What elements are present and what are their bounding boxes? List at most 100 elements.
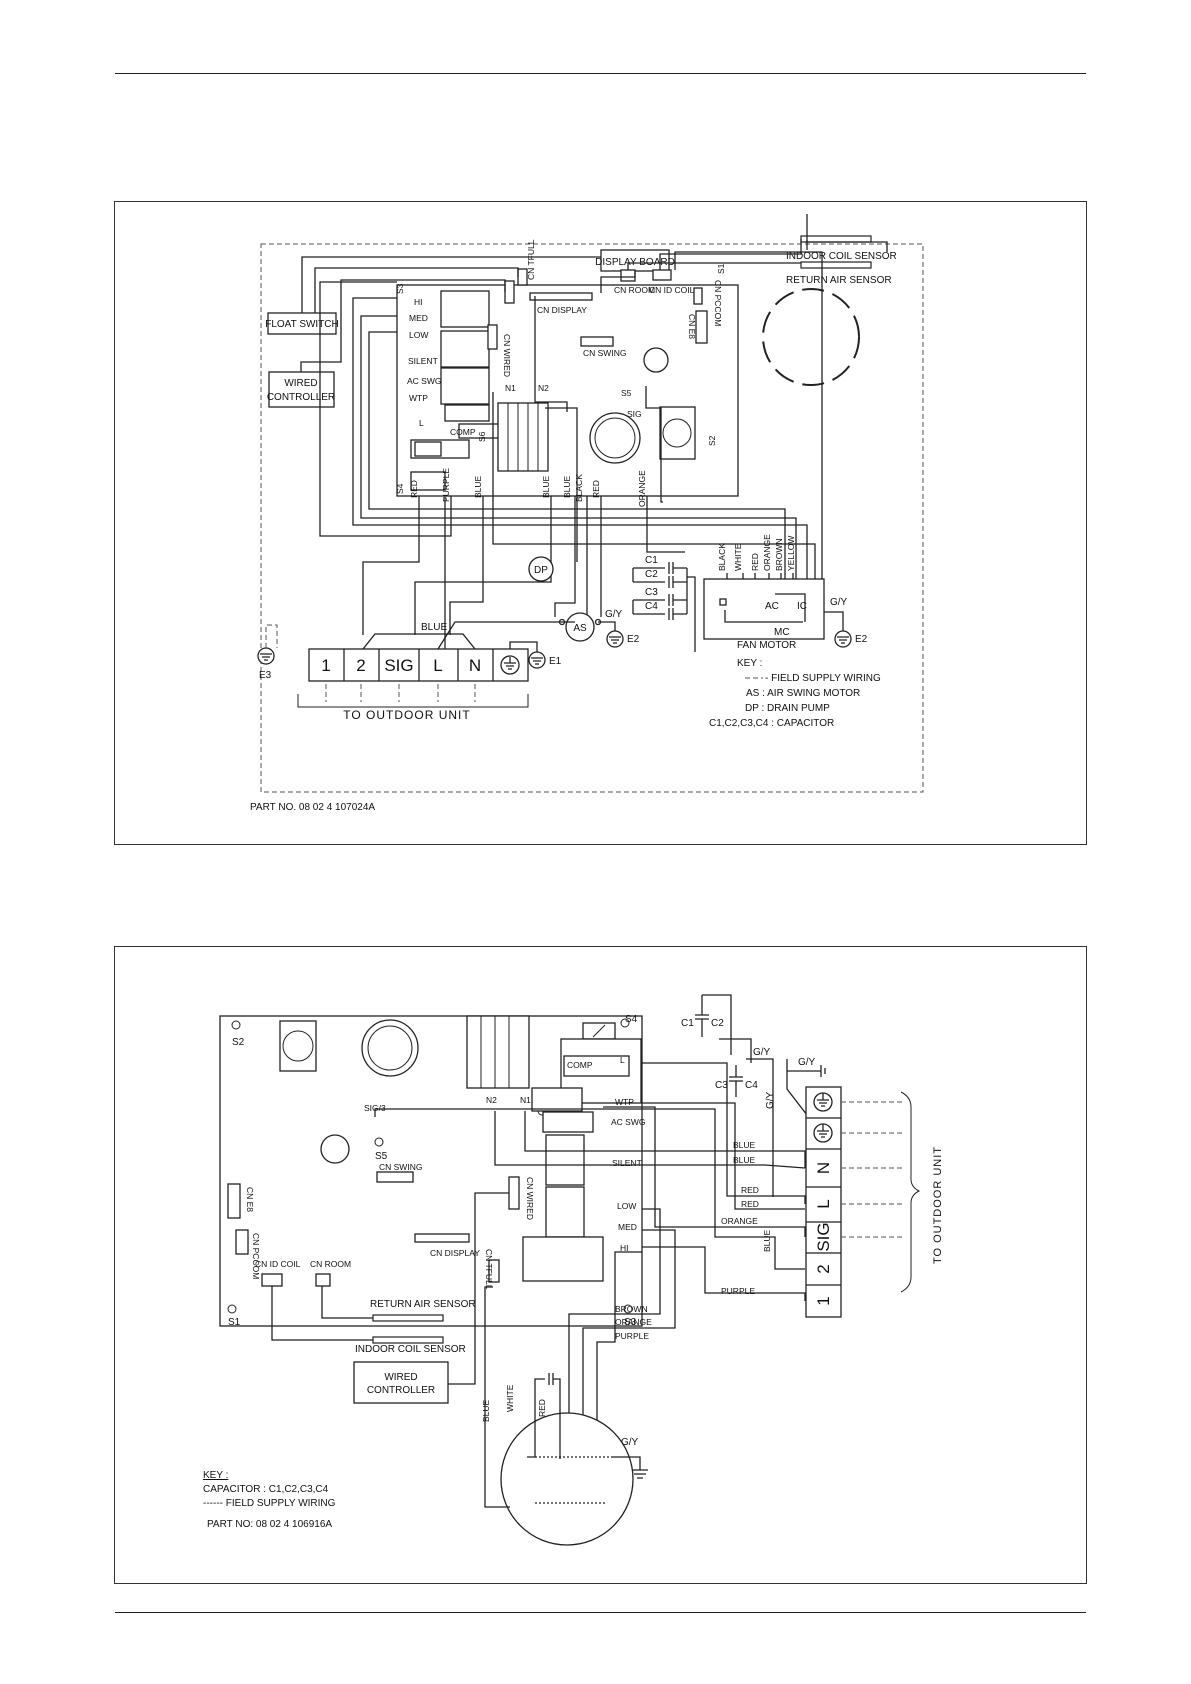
wire-blue-a: BLUE	[733, 1140, 756, 1150]
motor-mc-label: MC	[774, 627, 790, 638]
indoor-coil-sensor-label: INDOOR COIL SENSOR	[786, 251, 897, 262]
cn-wired-label-2: CN WIRED	[525, 1177, 535, 1220]
cn-wired-connector	[487, 324, 498, 350]
cn-swing-connector	[580, 336, 614, 347]
key-title: KEY :	[737, 658, 762, 669]
pin-sig-label: SIG	[627, 409, 642, 419]
key-title-2: KEY :	[203, 1470, 228, 1481]
fan-motor-label: FAN MOTOR	[737, 640, 796, 651]
pin-n2-label: N2	[538, 383, 549, 393]
motor-wire-blue-2: BLUE	[481, 1399, 491, 1422]
relay-acswg	[542, 1111, 594, 1133]
screw-s4-label: S4	[625, 1014, 638, 1025]
cn-tfull-label: CN TFULL	[526, 239, 536, 280]
wiring-diagram-1-svg: DISPLAY BOARD HI MED LOW SILENT AC SWG W…	[250, 214, 924, 813]
pin-n2-label-2: N2	[486, 1095, 497, 1105]
relay-low	[545, 1186, 585, 1238]
pin-sig3-label: SIG/3	[364, 1103, 386, 1113]
cap-c2-label: C2	[645, 569, 658, 580]
to-outdoor-label: TO OUTDOOR UNIT	[343, 708, 470, 722]
indoor-coil-sensor-label-2: INDOOR COIL SENSOR	[355, 1344, 466, 1355]
drain-pump-label: DP	[534, 565, 548, 576]
terminal-1-2: 1	[814, 1296, 833, 1305]
cn-tfull-connector-2	[488, 1259, 500, 1283]
screw-s2-label: S2	[232, 1037, 245, 1048]
key-as: AS : AIR SWING MOTOR	[746, 688, 860, 699]
relay-hi	[440, 290, 490, 328]
wire-orange-label: ORANGE	[637, 470, 647, 507]
blue-bus-label: BLUE	[421, 622, 447, 633]
cn-room-label: CN ROOM	[614, 285, 655, 295]
motor-wire-yellow-label: YELLOW	[786, 536, 796, 571]
wired-controller-label-2b: CONTROLLER	[367, 1385, 435, 1396]
return-air-sensor-probe	[800, 261, 872, 269]
terminal-2: 2	[356, 656, 365, 675]
return-air-sensor-label-2: RETURN AIR SENSOR	[370, 1299, 476, 1310]
to-outdoor-label-2: TO OUTDOOR UNIT	[932, 1146, 944, 1264]
wire-blue-1-label: BLUE	[473, 475, 483, 498]
cn-e8-label: CN E8	[687, 314, 697, 339]
wire-blue-3-label: BLUE	[562, 475, 572, 498]
relay-silent	[545, 1134, 585, 1186]
terminal-2-2: 2	[814, 1264, 833, 1273]
cap-c3-label-2: C3	[715, 1080, 728, 1091]
motor-wire-white-label: WHITE	[733, 543, 743, 571]
terminal-ground-2a	[813, 1092, 833, 1112]
acswg-label: AC SWG	[407, 376, 441, 386]
cn-wired-connector-2	[508, 1176, 520, 1210]
motor-ic-label: IC	[797, 601, 807, 612]
relay-wtp	[531, 1087, 583, 1112]
wire-black-label: BLACK	[574, 474, 584, 502]
cn-room-connector-2	[315, 1273, 331, 1287]
motor-wire-orange-label: ORANGE	[762, 534, 772, 571]
motor-gy-label: G/Y	[830, 597, 848, 608]
wtp-label-2: WTP	[615, 1097, 634, 1107]
cn-room-label-2: CN ROOM	[310, 1259, 351, 1269]
pin-n1-label-2: N1	[520, 1095, 531, 1105]
float-switch-label: FLOAT SWITCH	[265, 319, 339, 330]
low-label-2: LOW	[617, 1201, 636, 1211]
ground-e3-label: E3	[259, 670, 272, 681]
low-label: LOW	[409, 330, 428, 340]
drain-pump-circle	[528, 556, 554, 582]
screw-s1-label: S1	[228, 1317, 241, 1328]
terminal-l: L	[433, 656, 442, 675]
cap-c3-label: C3	[645, 587, 658, 598]
motor-wire-white-2: WHITE	[505, 1384, 515, 1412]
wire-brown: BROWN	[615, 1304, 648, 1314]
relay-silent	[444, 404, 490, 422]
cn-left-connector	[504, 280, 515, 304]
silent-label: SILENT	[408, 356, 438, 366]
relay-l-label: L	[419, 418, 424, 428]
gy-label-2b: G/Y	[798, 1057, 816, 1068]
terminal-ground-2b	[813, 1123, 833, 1143]
comp-label-2: COMP	[567, 1060, 593, 1070]
wired-controller-box-2	[353, 1361, 449, 1404]
board-inductor	[659, 406, 696, 460]
indoor-coil-sensor-probe	[800, 235, 872, 243]
screw-s5-label: S5	[375, 1151, 388, 1162]
gy-label-2a: G/Y	[753, 1047, 771, 1058]
hi-label: HI	[414, 297, 423, 307]
relay-comp	[563, 1055, 630, 1077]
key-capacitor: C1,C2,C3,C4 : CAPACITOR	[709, 718, 834, 729]
relay-med	[440, 330, 490, 368]
terminal-n: N	[469, 656, 481, 675]
silent-label-2: SILENT	[612, 1158, 642, 1168]
med-label: MED	[409, 313, 428, 323]
key-capacitor-2: CAPACITOR : C1,C2,C3,C4	[203, 1484, 329, 1495]
med-label-2: MED	[618, 1222, 637, 1232]
cap-c1-label: C1	[645, 555, 658, 566]
terminal-ground	[500, 655, 520, 675]
board-transformer-2	[466, 1015, 530, 1089]
cn-idcoil-label: CN ID COIL	[649, 285, 695, 295]
cn-tfull-label-2: CN TFULL	[484, 1249, 494, 1290]
air-swing-motor-label: AS	[573, 623, 587, 634]
pin-n1-label: N1	[505, 383, 516, 393]
cn-pccom-connector-2	[235, 1229, 249, 1255]
relay-low	[440, 367, 490, 405]
as-gy-label: G/Y	[605, 609, 623, 620]
wire-purple-label: PURPLE	[441, 468, 451, 502]
indoor-coil-sensor-probe-2	[372, 1336, 444, 1344]
wire-purple-b: PURPLE	[615, 1331, 649, 1341]
